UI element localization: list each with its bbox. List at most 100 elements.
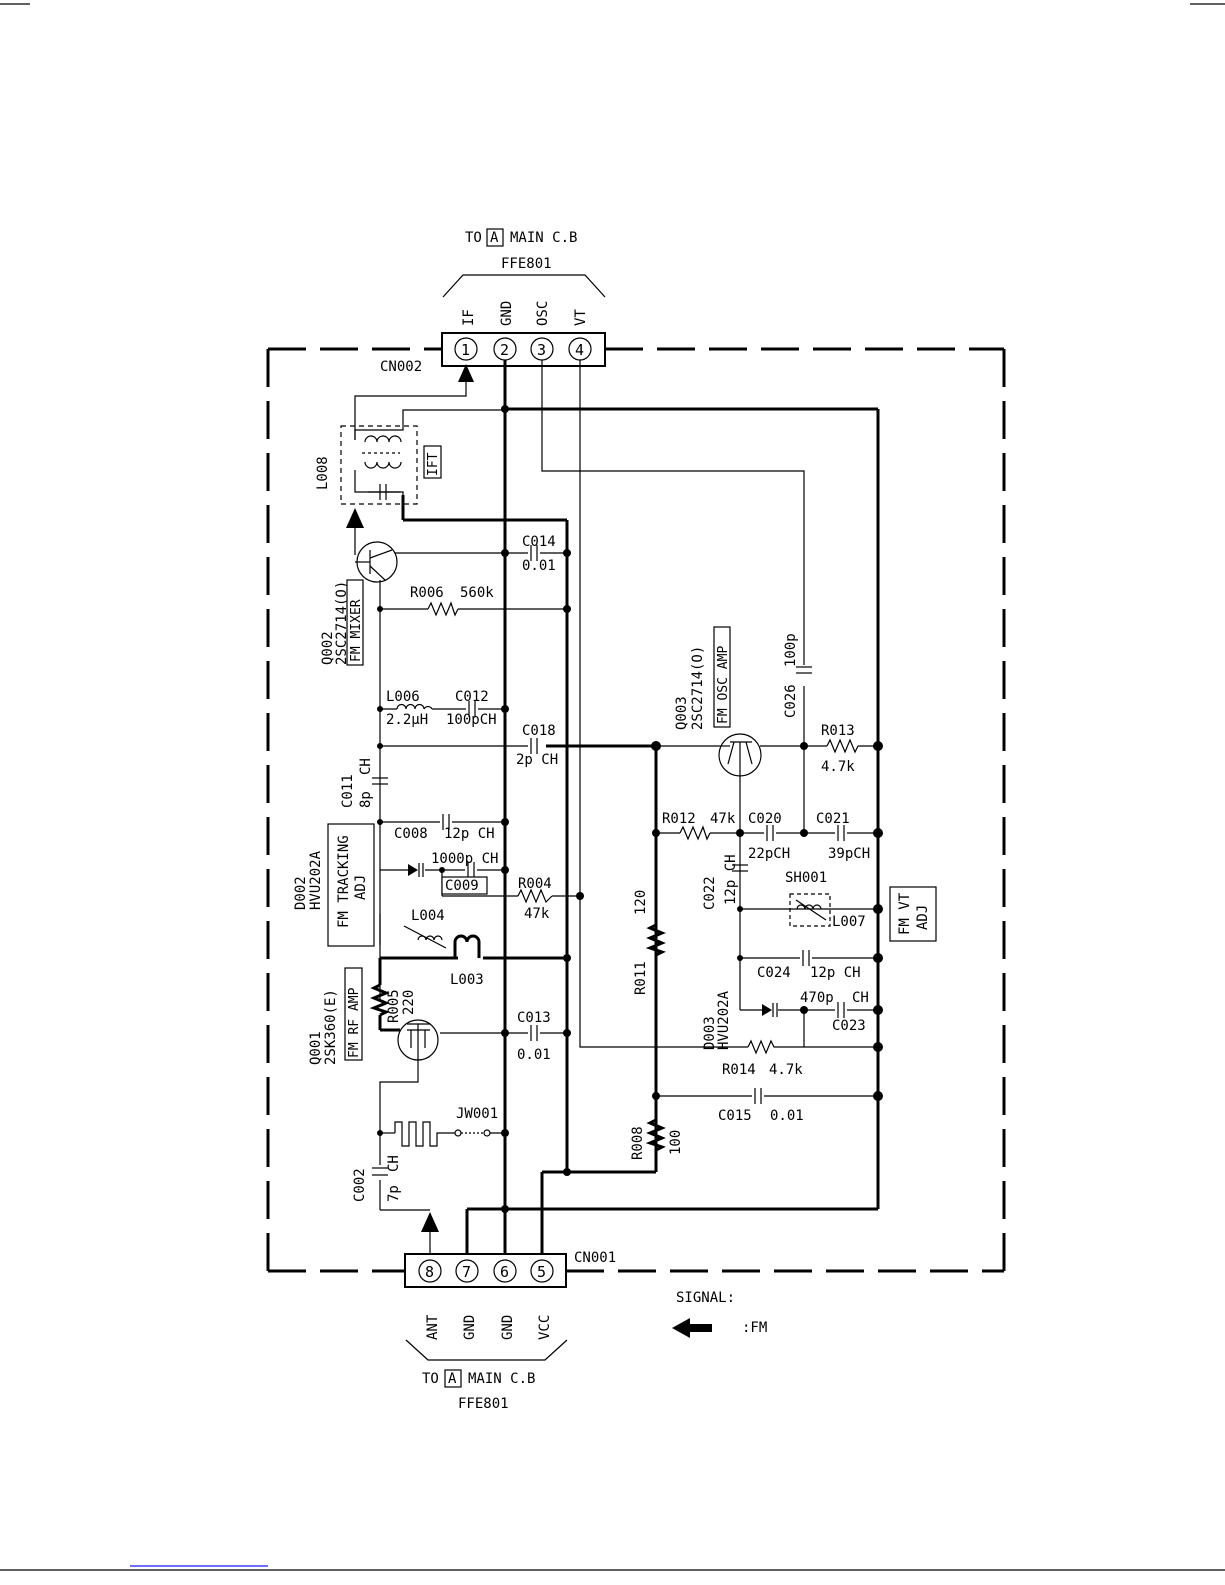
c020-value: 22pCH — [748, 846, 790, 862]
r008-label: R008 — [630, 1126, 646, 1160]
top-bracket — [442, 274, 606, 298]
r006-label: R006 — [410, 585, 444, 601]
r005-value: 220 — [401, 990, 417, 1015]
q002-part: 2SC2714(O) — [334, 581, 350, 665]
cn001-pin-8 — [418, 1259, 442, 1283]
bottom-board-letter: A — [448, 1371, 457, 1387]
bottom-to-label: TO — [422, 1371, 439, 1387]
top-connector-header: TO A MAIN C.B FFE801 IF GND OSC VT — [442, 228, 606, 326]
c002-type: CH — [386, 1155, 402, 1172]
c014-label: C014 — [522, 534, 556, 550]
c018-value: 2p CH — [516, 752, 558, 768]
cn001-pin-6 — [493, 1259, 517, 1283]
fm-signal-arrow-ant — [421, 1212, 439, 1232]
ground-bus — [465, 360, 880, 1258]
c023-value: 470p — [800, 990, 834, 1006]
l003-inductor — [453, 934, 481, 958]
l007-inductor — [795, 899, 827, 921]
sh001-shield — [789, 893, 831, 927]
pin3-name: OSC — [535, 301, 551, 326]
q002-ref: Q002 — [320, 631, 336, 665]
c009-capacitor — [467, 862, 475, 878]
c009-label-box — [441, 876, 488, 895]
r013-resistor — [826, 738, 859, 754]
c022-label: C022 — [702, 876, 718, 910]
r014-label: R014 — [722, 1062, 756, 1078]
c021-value: 39pCH — [828, 846, 870, 862]
l004-inductor — [403, 925, 447, 949]
l008-transformer-symbol — [362, 435, 402, 500]
q001-part: 2SK360(E) — [323, 989, 339, 1065]
c012-label: C012 — [455, 689, 489, 705]
fm-vt-label: FM VT — [897, 892, 913, 935]
d003-ref: D003 — [702, 1016, 718, 1050]
c002-value: 7p — [386, 1185, 402, 1202]
r006-value: 560k — [460, 585, 494, 601]
bottom-connector-part: FFE801 — [458, 1396, 509, 1412]
d003-part: HVU202A — [716, 990, 732, 1050]
r014-value: 4.7k — [769, 1062, 803, 1078]
q003-func: FM OSC AMP — [716, 646, 731, 724]
jw001-jumper — [454, 1129, 491, 1137]
c015-capacitor — [754, 1088, 762, 1104]
c026-capacitor — [796, 666, 812, 674]
pin2-name: GND — [499, 301, 515, 326]
r008-resistor — [645, 1118, 666, 1152]
q002-transistor-symbol — [355, 541, 398, 583]
c020-capacitor — [766, 825, 774, 841]
ift-label-box — [423, 445, 442, 479]
c011-value: 8p — [358, 791, 374, 808]
pin5-name: VCC — [537, 1315, 553, 1340]
r004-value: 47k — [524, 906, 550, 922]
c011-label: C011 — [340, 774, 356, 808]
c011-capacitor — [372, 777, 388, 785]
signal-legend: SIGNAL: :FM — [672, 1290, 767, 1338]
cn002-pin-3-num: 3 — [537, 341, 546, 359]
legend-fm-label: :FM — [742, 1320, 767, 1336]
c008-label: C008 — [394, 826, 428, 842]
r005-label: R005 — [386, 989, 402, 1023]
r012-label: R012 — [662, 811, 696, 827]
cn002-pin-4-num: 4 — [575, 341, 584, 359]
cn001-ref: CN001 — [574, 1250, 616, 1266]
c023-label: C023 — [832, 1018, 866, 1034]
r011-resistor — [645, 923, 666, 957]
q003-func-box — [713, 626, 731, 728]
c024-value: 12p CH — [810, 965, 861, 981]
cn001-pin-6-num: 6 — [500, 1263, 509, 1281]
antenna-coil — [394, 1121, 455, 1147]
ift-label: IFT — [426, 452, 441, 476]
legend-fm-arrow — [672, 1318, 712, 1338]
c024-capacitor — [802, 950, 810, 966]
c011-type: CH — [358, 758, 374, 775]
r012-value: 47k — [710, 811, 736, 827]
l006-inductor — [396, 703, 433, 710]
q002-func-box — [346, 579, 364, 666]
cn002-pin-1 — [454, 337, 478, 361]
d002-func: FM TRACKING — [336, 835, 352, 928]
d002-func-adj: ADJ — [353, 875, 369, 900]
top-connector-part: FFE801 — [501, 256, 552, 272]
cn002-ref: CN002 — [380, 359, 422, 375]
r008-value: 100 — [668, 1130, 684, 1155]
pin4-name: VT — [573, 309, 589, 326]
signal-wires — [340, 360, 878, 1258]
d002-varicap-diode — [408, 863, 424, 877]
cn001-pin-8-num: 8 — [425, 1263, 434, 1281]
q002-func: FM MIXER — [349, 599, 364, 662]
cn001-pin-7 — [455, 1259, 479, 1283]
d003-varicap-diode — [762, 1003, 778, 1017]
l008-label: L008 — [315, 456, 331, 490]
c026-value: 100p — [783, 633, 799, 667]
q001-ref: Q001 — [308, 1031, 324, 1065]
r005-resistor — [369, 983, 390, 1017]
bottom-connector-footer: ANT GND GND VCC TO A MAIN C.B FFE801 — [405, 1314, 568, 1412]
d002-func-box — [327, 823, 375, 947]
top-to-label: TO — [465, 230, 482, 246]
bottom-board-letter-box — [444, 1369, 462, 1388]
q003-part: 2SC2714(O) — [690, 646, 706, 730]
c026-label: C026 — [783, 684, 799, 718]
bottom-bracket — [405, 1339, 568, 1361]
r004-resistor — [517, 888, 553, 904]
c008-value: 12p CH — [444, 826, 495, 842]
